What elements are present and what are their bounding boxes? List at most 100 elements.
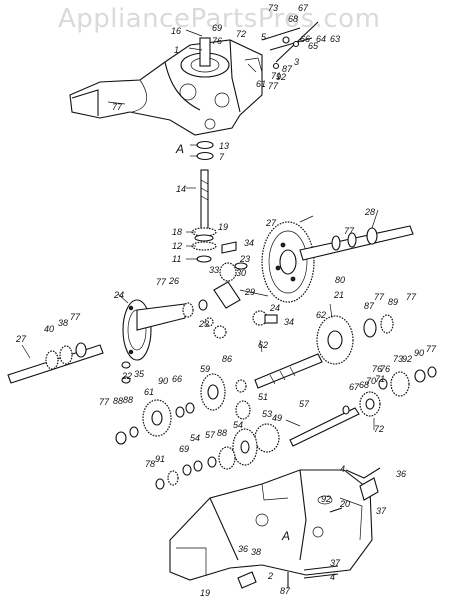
callout-label: 5 [261, 32, 267, 42]
callout-label: 12 [172, 241, 182, 251]
callout-label: 77 [268, 81, 279, 91]
countershaft [254, 353, 323, 389]
callout-label: 87 [282, 64, 293, 74]
upper-bushing-stack [196, 140, 214, 161]
callout-label: 14 [176, 184, 186, 194]
leader-lines [21, 29, 379, 430]
callout-label: 4 [340, 464, 345, 474]
callout-label: 2 [267, 571, 273, 581]
callout-label: 72 [236, 29, 246, 39]
watermark-text: AppliancePartsPros.com [58, 4, 381, 34]
callout-label: 57 [205, 430, 216, 440]
callout-label: 69 [212, 23, 222, 33]
callout-label: 20 [339, 499, 350, 509]
callout-label: 66 [172, 374, 182, 384]
callout-label: 24 [113, 290, 124, 300]
callout-label: 27 [265, 218, 277, 228]
small-washers-87-84 [115, 426, 139, 445]
callout-label: 89 [388, 297, 398, 307]
lower-housing-part [169, 469, 373, 581]
callout-label: 49 [272, 413, 282, 423]
callout-label: 66 [300, 34, 310, 44]
drive-gears-cluster [182, 423, 280, 476]
callout-label: 71 [375, 374, 385, 384]
callout-label: 64 [316, 34, 326, 44]
brake-shift-parts-73 [378, 366, 437, 397]
callout-label: 92 [276, 72, 286, 82]
callout-label: 78 [145, 459, 155, 469]
callout-label: 4 [330, 572, 335, 582]
callout-label: 87 [364, 301, 375, 311]
callout-label: 21 [333, 290, 344, 300]
callout-label: 77 [112, 102, 123, 112]
callout-label: 68 [288, 14, 298, 24]
callout-label: 90 [414, 348, 424, 358]
callout-label: 30 [236, 268, 246, 278]
callout-label: 76 [372, 364, 382, 374]
callout-label: 11 [172, 254, 181, 264]
callout-label: 77 [99, 397, 110, 407]
callout-label: 91 [155, 454, 165, 464]
callout-label: 57 [299, 399, 310, 409]
callout-label: A [175, 142, 184, 156]
callout-label: 37 [376, 506, 387, 516]
callout-label: 88 [217, 428, 227, 438]
callout-label: 69 [179, 444, 189, 454]
callout-label: 77 [70, 312, 81, 322]
callout-label: 59 [200, 364, 210, 374]
callout-label: 61 [144, 387, 154, 397]
callout-label: 61 [256, 79, 266, 89]
callout-label: 67 [349, 382, 360, 392]
callout-label: 33 [209, 265, 219, 275]
callout-label: 76 [212, 36, 222, 46]
callout-label: 68 [359, 380, 369, 390]
top-right-hardware [261, 21, 319, 70]
callout-label: 36 [396, 469, 406, 479]
callout-label: A [281, 529, 290, 543]
callout-label: 40 [44, 324, 54, 334]
callout-label: 65 [308, 41, 319, 51]
callout-label: 92 [402, 354, 412, 364]
countershaft-gear [316, 314, 394, 365]
callout-label: 86 [222, 354, 232, 364]
callout-label: 36 [238, 544, 248, 554]
callout-label: 63 [330, 34, 340, 44]
callout-label: 88 [123, 395, 133, 405]
callout-label: 51 [258, 392, 268, 402]
callout-label: 77 [426, 344, 437, 354]
callout-label: 77 [344, 226, 355, 236]
callout-label: 54 [233, 420, 243, 430]
callout-label: 1 [174, 45, 179, 55]
bevel-gear-parts [213, 241, 278, 339]
callout-label: 62 [316, 310, 326, 320]
callout-label: 76 [380, 364, 390, 374]
callout-label: 7 [219, 152, 225, 162]
reverse-idler-53 [235, 400, 251, 420]
callout-label: 3 [294, 57, 299, 67]
range-gear-63 [142, 399, 195, 437]
differential-ring-gear [261, 221, 315, 303]
callout-label: 28 [364, 207, 375, 217]
upper-housing-part [69, 37, 263, 136]
callout-label: 88 [113, 396, 123, 406]
callout-label: 67 [298, 3, 309, 13]
axle-shaft-left [7, 342, 104, 384]
callout-label: 54 [190, 433, 200, 443]
callout-label: 53 [262, 409, 272, 419]
callout-label: 34 [244, 238, 254, 248]
callout-labels: 77 1 16 69 76 72 5 73 68 67 66 65 64 63 … [15, 3, 437, 598]
callout-label: 29 [244, 287, 255, 297]
small-bearings-28 [121, 299, 214, 384]
callout-label: 77 [374, 292, 385, 302]
callout-label: 70 [366, 376, 376, 386]
callout-label: 19 [218, 222, 228, 232]
callout-label: 77 [406, 292, 417, 302]
callout-label: 72 [374, 424, 384, 434]
callout-label: 19 [200, 588, 210, 598]
axle-shaft-right [299, 225, 414, 261]
callout-label: 71 [271, 71, 281, 81]
callout-label: 23 [198, 319, 209, 329]
callout-label: 90 [158, 376, 168, 386]
range-gear-61 [200, 373, 247, 411]
